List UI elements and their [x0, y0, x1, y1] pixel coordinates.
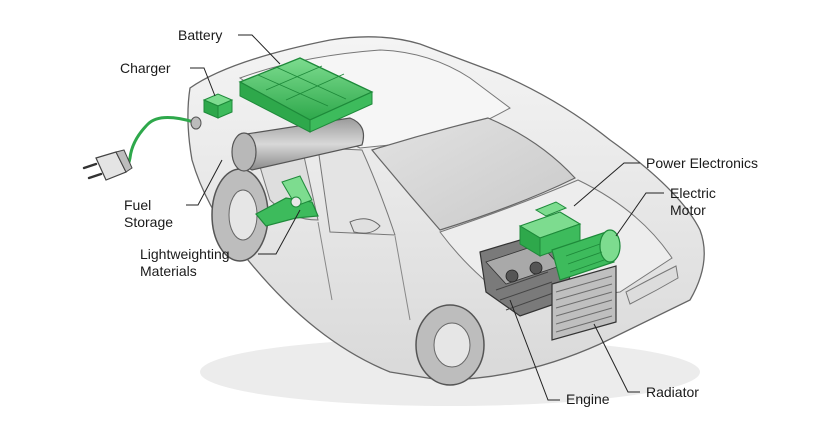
- leader-battery: [238, 34, 281, 65]
- label-lightweighting-line1: Lightweighting: [140, 246, 230, 262]
- leader-charger: [190, 67, 216, 97]
- charge-port: [190, 116, 202, 130]
- label-battery-text: Battery: [178, 27, 223, 43]
- label-electric-motor: Electric Motor: [670, 185, 716, 219]
- label-radiator: Radiator: [646, 384, 699, 401]
- rear-wheel-hub: [228, 189, 258, 241]
- leader-power-electronics: [573, 162, 640, 207]
- side-mirror: [349, 218, 381, 234]
- label-charger: Charger: [120, 60, 171, 77]
- label-lightweighting: Lightweighting Materials: [140, 246, 230, 280]
- leader-fuel-storage: [186, 159, 223, 206]
- label-lightweighting-line2: Materials: [140, 263, 197, 279]
- lightweighting-materials: [255, 175, 319, 227]
- label-electric-motor-line2: Motor: [670, 202, 706, 218]
- label-power-electronics: Power Electronics: [646, 155, 758, 172]
- leader-electric-motor: [615, 192, 664, 237]
- door-line: [317, 221, 411, 321]
- label-battery: Battery: [178, 27, 222, 44]
- charger-unit: [202, 93, 234, 119]
- headlight: [625, 265, 679, 305]
- label-fuel-storage: Fuel Storage: [124, 197, 173, 231]
- windshield: [370, 117, 576, 231]
- label-power-electronics-text: Power Electronics: [646, 155, 759, 171]
- label-charger-text: Charger: [120, 60, 171, 76]
- label-engine-text: Engine: [566, 391, 610, 407]
- leader-radiator: [593, 323, 640, 393]
- radiator-unit: [551, 265, 617, 341]
- label-electric-motor-line1: Electric: [670, 185, 716, 201]
- battery-pack: [238, 57, 374, 133]
- front-wheel-hub: [433, 322, 471, 368]
- label-radiator-text: Radiator: [646, 384, 699, 400]
- label-fuel-storage-line1: Fuel: [124, 197, 152, 213]
- label-fuel-storage-line2: Storage: [124, 214, 174, 230]
- plug-icon: [82, 149, 133, 181]
- leader-lightweighting: [258, 209, 301, 255]
- power-electronics-unit: [518, 201, 582, 257]
- leader-engine: [509, 299, 560, 401]
- fuel-storage-tank: [231, 117, 365, 172]
- leader-lines: [186, 34, 664, 401]
- electric-motor-unit: [551, 229, 621, 281]
- side-window-front: [317, 147, 396, 236]
- label-engine: Engine: [566, 391, 610, 408]
